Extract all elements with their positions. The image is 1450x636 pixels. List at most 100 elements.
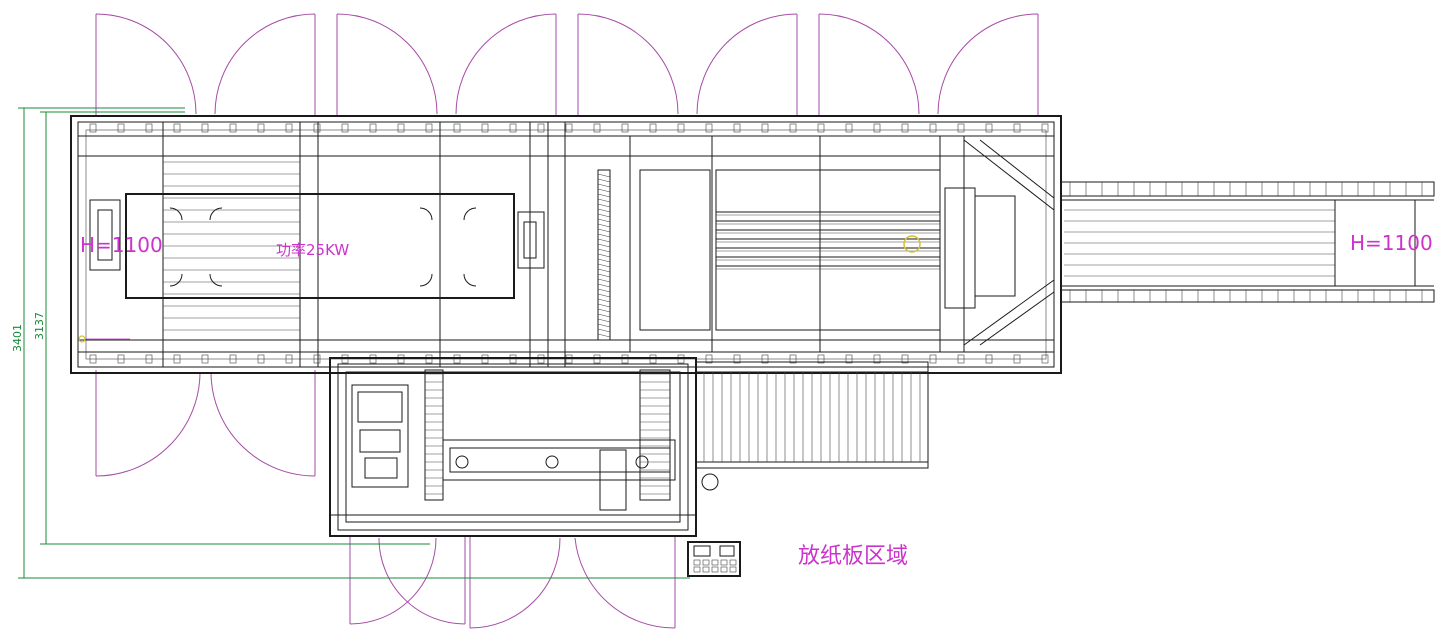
frame-bolt [873, 354, 881, 364]
screw-thread [597, 263, 611, 268]
main-frame [70, 115, 1062, 374]
height-label-right: H=1100 [1350, 231, 1433, 255]
frame-bolt [257, 354, 265, 364]
frame-bolt [173, 354, 181, 364]
door-swings-lower-left [95, 370, 316, 477]
frame-bolt [845, 354, 853, 364]
frame-bolt [817, 354, 825, 364]
keypad-key [720, 559, 728, 566]
frame-bolt [901, 123, 909, 133]
screw-thread [597, 238, 611, 243]
marker-lower-left [78, 335, 130, 343]
keypad-key [693, 566, 701, 573]
frame-bolt [957, 123, 965, 133]
frame-bolt [1041, 354, 1049, 364]
frame-bolt [621, 123, 629, 133]
door-swing [95, 13, 316, 116]
frame-bolt [201, 354, 209, 364]
height-label-left: H=1100 [80, 233, 163, 257]
frame-bolt [733, 123, 741, 133]
wrap-table: 功率25KW [89, 193, 545, 299]
frame-bolt [565, 123, 573, 133]
screw-thread [597, 198, 611, 203]
door-swing [818, 13, 1039, 116]
pallet-magazine: 放纸板区域 [695, 361, 929, 569]
frame-bolt [313, 354, 321, 364]
frame-bolt [341, 123, 349, 133]
door-swings-bottom [349, 535, 676, 629]
frame-bolt [285, 123, 293, 133]
frame-bolt [705, 123, 713, 133]
screw-thread [597, 283, 611, 288]
frame-bolt [789, 354, 797, 364]
screw-thread [597, 253, 611, 258]
frame-bolt [425, 123, 433, 133]
screw-thread [597, 213, 611, 218]
frame-bolt [313, 123, 321, 133]
keypad-key [720, 566, 728, 573]
frame-bolt [677, 123, 685, 133]
frame-bolt [761, 123, 769, 133]
screw-thread [597, 193, 611, 198]
frame-bolt [397, 123, 405, 133]
frame-bolt [453, 123, 461, 133]
door-swings-top [95, 13, 1039, 116]
frame-bolt [1041, 123, 1049, 133]
outfeed-conveyor: H=1100 [1060, 181, 1435, 303]
keypad-key [711, 559, 719, 566]
frame-bolt [229, 354, 237, 364]
frame-bolt [985, 354, 993, 364]
screw-thread [597, 273, 611, 278]
power-label: 功率25KW [276, 241, 349, 259]
keypad-key [702, 566, 710, 573]
screw-thread [597, 248, 611, 253]
frame-bolt [929, 354, 937, 364]
dimension-inner: 3137 [33, 312, 46, 340]
fork-zone [715, 169, 1016, 331]
frame-bolt [817, 123, 825, 133]
screw-thread [597, 258, 611, 263]
frame-bolt [145, 123, 153, 133]
screw-thread [597, 243, 611, 248]
lower-machine [329, 357, 697, 537]
frame-bolt [1013, 123, 1021, 133]
screw-thread [597, 218, 611, 223]
frame-bolt [89, 354, 97, 364]
keypad-key [711, 566, 719, 573]
frame-bolt [929, 123, 937, 133]
keypad-key [693, 559, 701, 566]
frame-bolt [257, 123, 265, 133]
frame-bolt [509, 123, 517, 133]
screw-thread [597, 288, 611, 293]
frame-bolt [89, 123, 97, 133]
screw-thread [597, 173, 611, 178]
frame-bolt [845, 123, 853, 133]
screw-thread [597, 333, 611, 338]
keypad-key [729, 559, 737, 566]
frame-bolt [789, 123, 797, 133]
frame-bolt [173, 123, 181, 133]
screw-column [597, 169, 711, 341]
frame-bolt [593, 123, 601, 133]
screw-thread [597, 223, 611, 228]
frame-bolt [1013, 354, 1021, 364]
screw-thread [597, 298, 611, 303]
screw-thread [597, 208, 611, 213]
screw-thread [597, 323, 611, 328]
door-swing [577, 13, 798, 116]
screw-thread [597, 268, 611, 273]
frame-bolt [369, 123, 377, 133]
frame-bolt [481, 123, 489, 133]
frame-bolt [705, 354, 713, 364]
screw-thread [597, 293, 611, 298]
frame-bolt [117, 354, 125, 364]
screw-thread [597, 328, 611, 333]
control-panel [687, 541, 741, 577]
frame-bolt [537, 123, 545, 133]
keypad-key [729, 566, 737, 573]
frame-bolt [649, 123, 657, 133]
screw-thread [597, 203, 611, 208]
frame-bolt [873, 123, 881, 133]
screw-thread [597, 183, 611, 188]
